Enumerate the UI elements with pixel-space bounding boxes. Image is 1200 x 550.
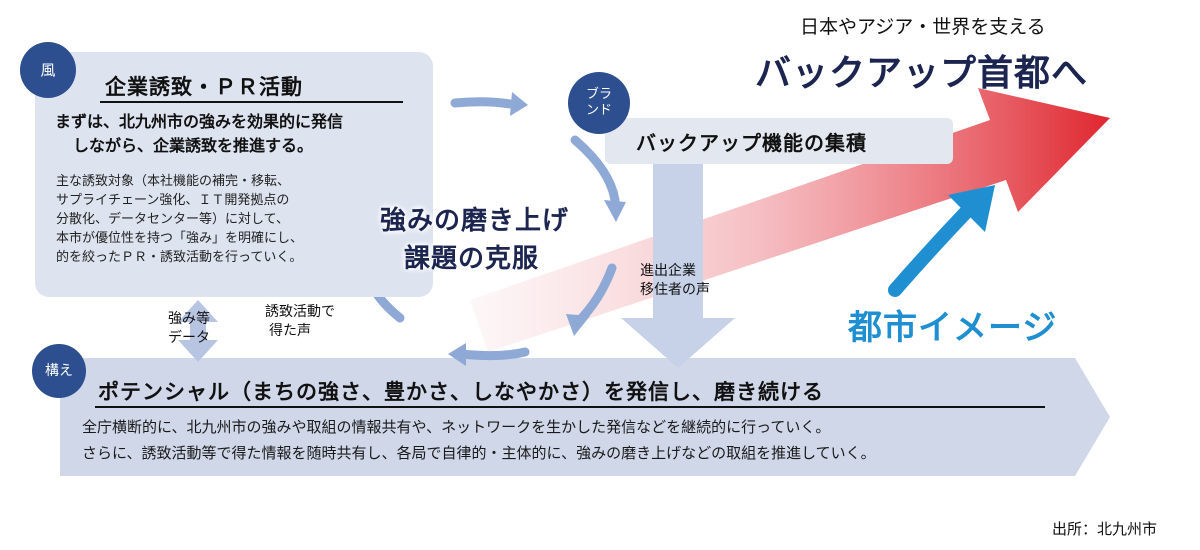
label-invite-voice: 誘致活動で 得た声 [265, 303, 335, 341]
wind-body-line: サプライチェーン強化、ＩＴ開発拠点の [56, 193, 290, 208]
brand-badge-line: ンド [585, 103, 612, 118]
wind-badge: 風 [20, 42, 76, 98]
label-line: 得た声 [269, 323, 311, 339]
label-line: 移住者の声 [640, 282, 710, 298]
cycle-line-2: 課題の克服 [404, 244, 540, 274]
stance-body-line: さらに、誘致活動等で得た情報を随時共有し、各局で自律的・主体的に、強みの磨き上げ… [82, 444, 876, 462]
stance-title-rule [95, 406, 1045, 408]
wind-body: 主な誘致対象（本社機能の補完・移転、 サプライチェーン強化、ＩＴ開発拠点の 分散… [56, 172, 303, 267]
wind-body-line: 主な誘致対象（本社機能の補完・移転、 [56, 174, 291, 189]
label-line: データ [168, 330, 210, 346]
brand-box [605, 118, 953, 164]
city-image-label: 都市イメージ [848, 308, 1058, 348]
stance-body: 全庁横断的に、北九州市の強みや取組の情報共有や、ネットワークを生かした発信などを… [82, 414, 876, 466]
wind-title-rule [100, 101, 403, 103]
wind-body-line: 的を絞ったＰＲ・誘致活動を行っていく。 [56, 250, 303, 265]
label-line: 進出企業 [640, 263, 696, 279]
label-strength-data: 強み等 データ [168, 310, 210, 348]
stance-badge: 構え [32, 344, 86, 398]
brand-down-arrow [621, 160, 735, 368]
label-company-voice: 進出企業 移住者の声 [640, 262, 710, 300]
brand-badge: ブラ ンド [568, 72, 630, 134]
stance-band [60, 358, 1110, 476]
wind-lead-line: まずは、北九州市の強みを効果的に発信 [55, 112, 344, 131]
top-title: バックアップ首都へ [755, 53, 1089, 94]
wind-lead: まずは、北九州市の強みを効果的に発信 しながら、企業誘致を推進する。 [55, 110, 343, 158]
city-curve-arrow [888, 203, 975, 297]
wind-title: 企業誘致・ＰＲ活動 [105, 75, 303, 99]
wind-panel [35, 52, 433, 297]
cycle-line-1: 強みの磨き上げ [380, 206, 570, 236]
wind-body-line: 本市が優位性を持つ「強み」を明確にし、 [56, 231, 304, 246]
label-line: 強み等 [168, 311, 210, 327]
top-subtitle: 日本やアジア・世界を支える [800, 16, 1046, 38]
brand-title: バックアップ機能の集積 [636, 131, 867, 155]
stance-title: ポテンシャル（まちの強さ、豊かさ、しなやかさ）を発信し、磨き続ける [98, 380, 824, 404]
stance-body-line: 全庁横断的に、北九州市の強みや取組の情報共有や、ネットワークを生かした発信などを… [82, 418, 831, 436]
source-note: 出所：北九州市 [1052, 520, 1158, 538]
brand-badge-line: ブラ [585, 87, 612, 103]
label-line: 誘致活動で [265, 304, 335, 320]
wind-lead-line: しながら、企業誘致を推進する。 [73, 136, 314, 155]
wind-body-line: 分散化、データセンター等）に対して、 [56, 212, 289, 227]
